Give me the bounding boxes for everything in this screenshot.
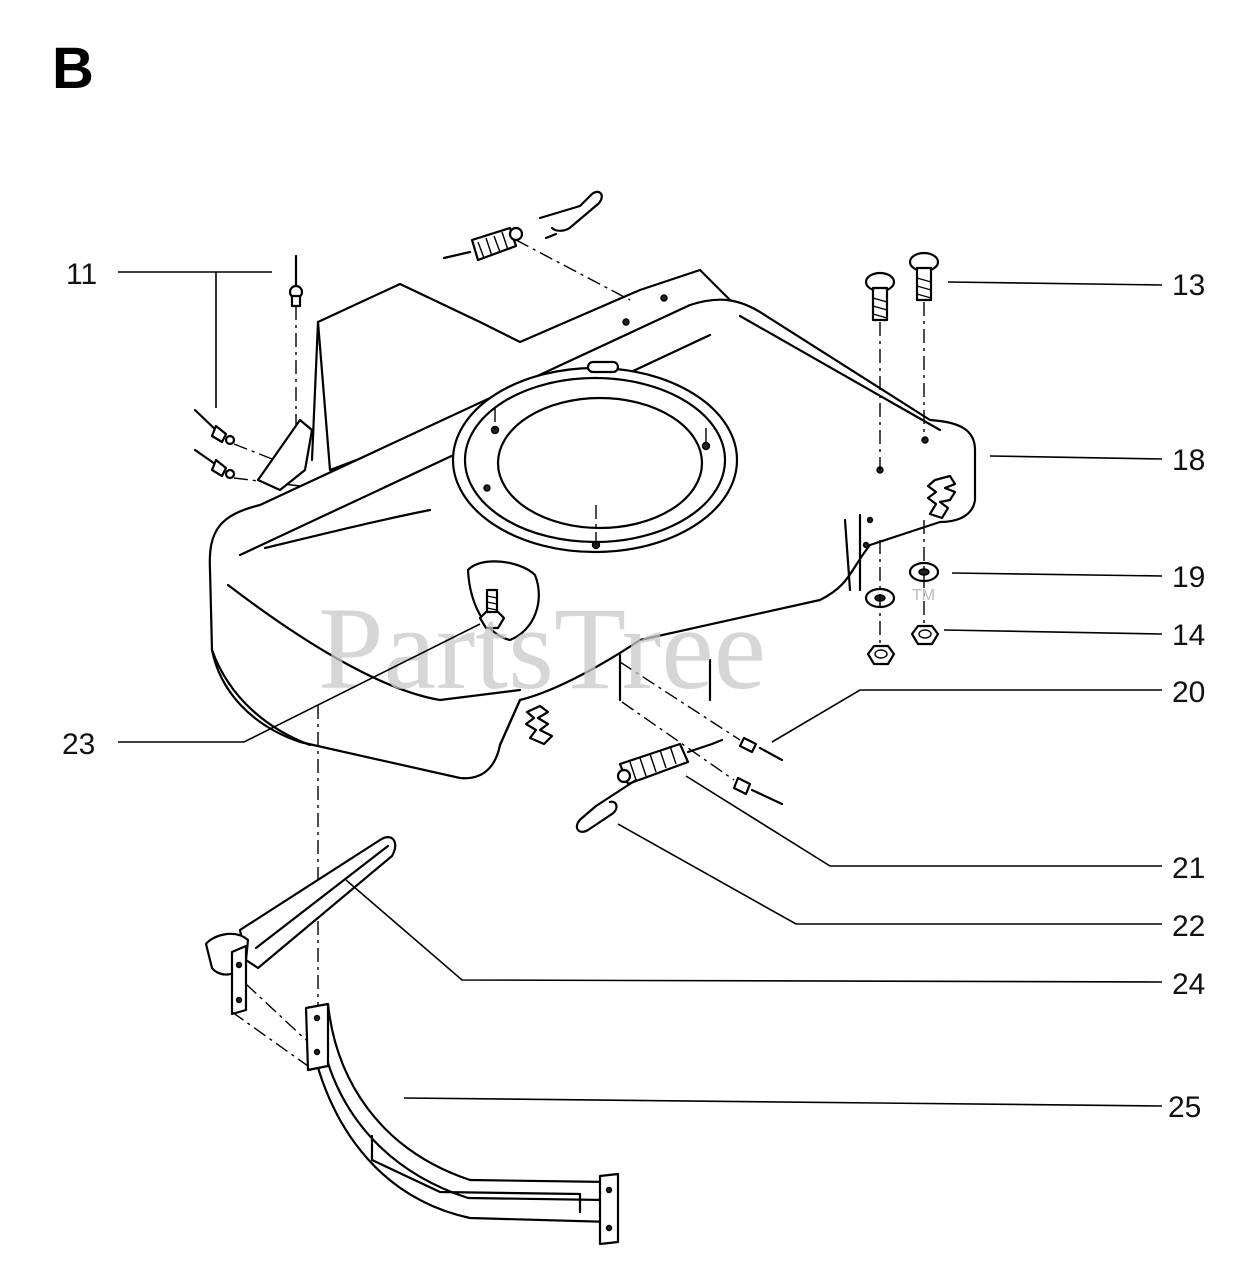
callout-22: 22 bbox=[1172, 910, 1205, 943]
callout-13: 13 bbox=[1172, 269, 1205, 302]
callout-20: 20 bbox=[1172, 676, 1205, 709]
engine-mount-ring bbox=[451, 360, 739, 554]
callout-11: 11 bbox=[66, 258, 97, 291]
section-label: B bbox=[52, 36, 94, 101]
callout-21: 21 bbox=[1172, 852, 1205, 885]
rear-bracket bbox=[256, 418, 314, 492]
adjuster-slot-left bbox=[524, 704, 554, 746]
callout-25: 25 bbox=[1168, 1091, 1201, 1124]
rear-spring bbox=[442, 226, 631, 301]
callout-23: 23 bbox=[62, 728, 95, 761]
callout-19: 19 bbox=[1172, 561, 1205, 594]
deck-stud bbox=[466, 560, 540, 642]
nut-1 bbox=[866, 644, 896, 666]
front-spring bbox=[616, 738, 724, 786]
nut-2 bbox=[910, 624, 940, 646]
watermark: PartsTree bbox=[318, 583, 766, 714]
front-pin-1 bbox=[619, 661, 784, 762]
callout-14: 14 bbox=[1172, 619, 1205, 652]
front-hook-pin bbox=[575, 778, 638, 833]
leader-lines bbox=[118, 271, 1163, 1107]
discharge-arm bbox=[204, 836, 397, 1067]
callout-24: 24 bbox=[1172, 968, 1205, 1001]
callout-labels: 11 13 18 19 14 20 23 21 22 24 25 bbox=[62, 258, 1205, 1124]
watermark-trademark: TM bbox=[912, 587, 935, 604]
callout-18: 18 bbox=[1172, 444, 1205, 477]
carriage-bolt-2 bbox=[908, 251, 940, 440]
rear-hook-pin bbox=[538, 190, 603, 240]
carriage-bolt-1 bbox=[864, 271, 896, 470]
front-pin-2 bbox=[621, 701, 784, 806]
curved-deflector bbox=[304, 1002, 620, 1246]
adjuster-slot-right bbox=[926, 474, 957, 520]
